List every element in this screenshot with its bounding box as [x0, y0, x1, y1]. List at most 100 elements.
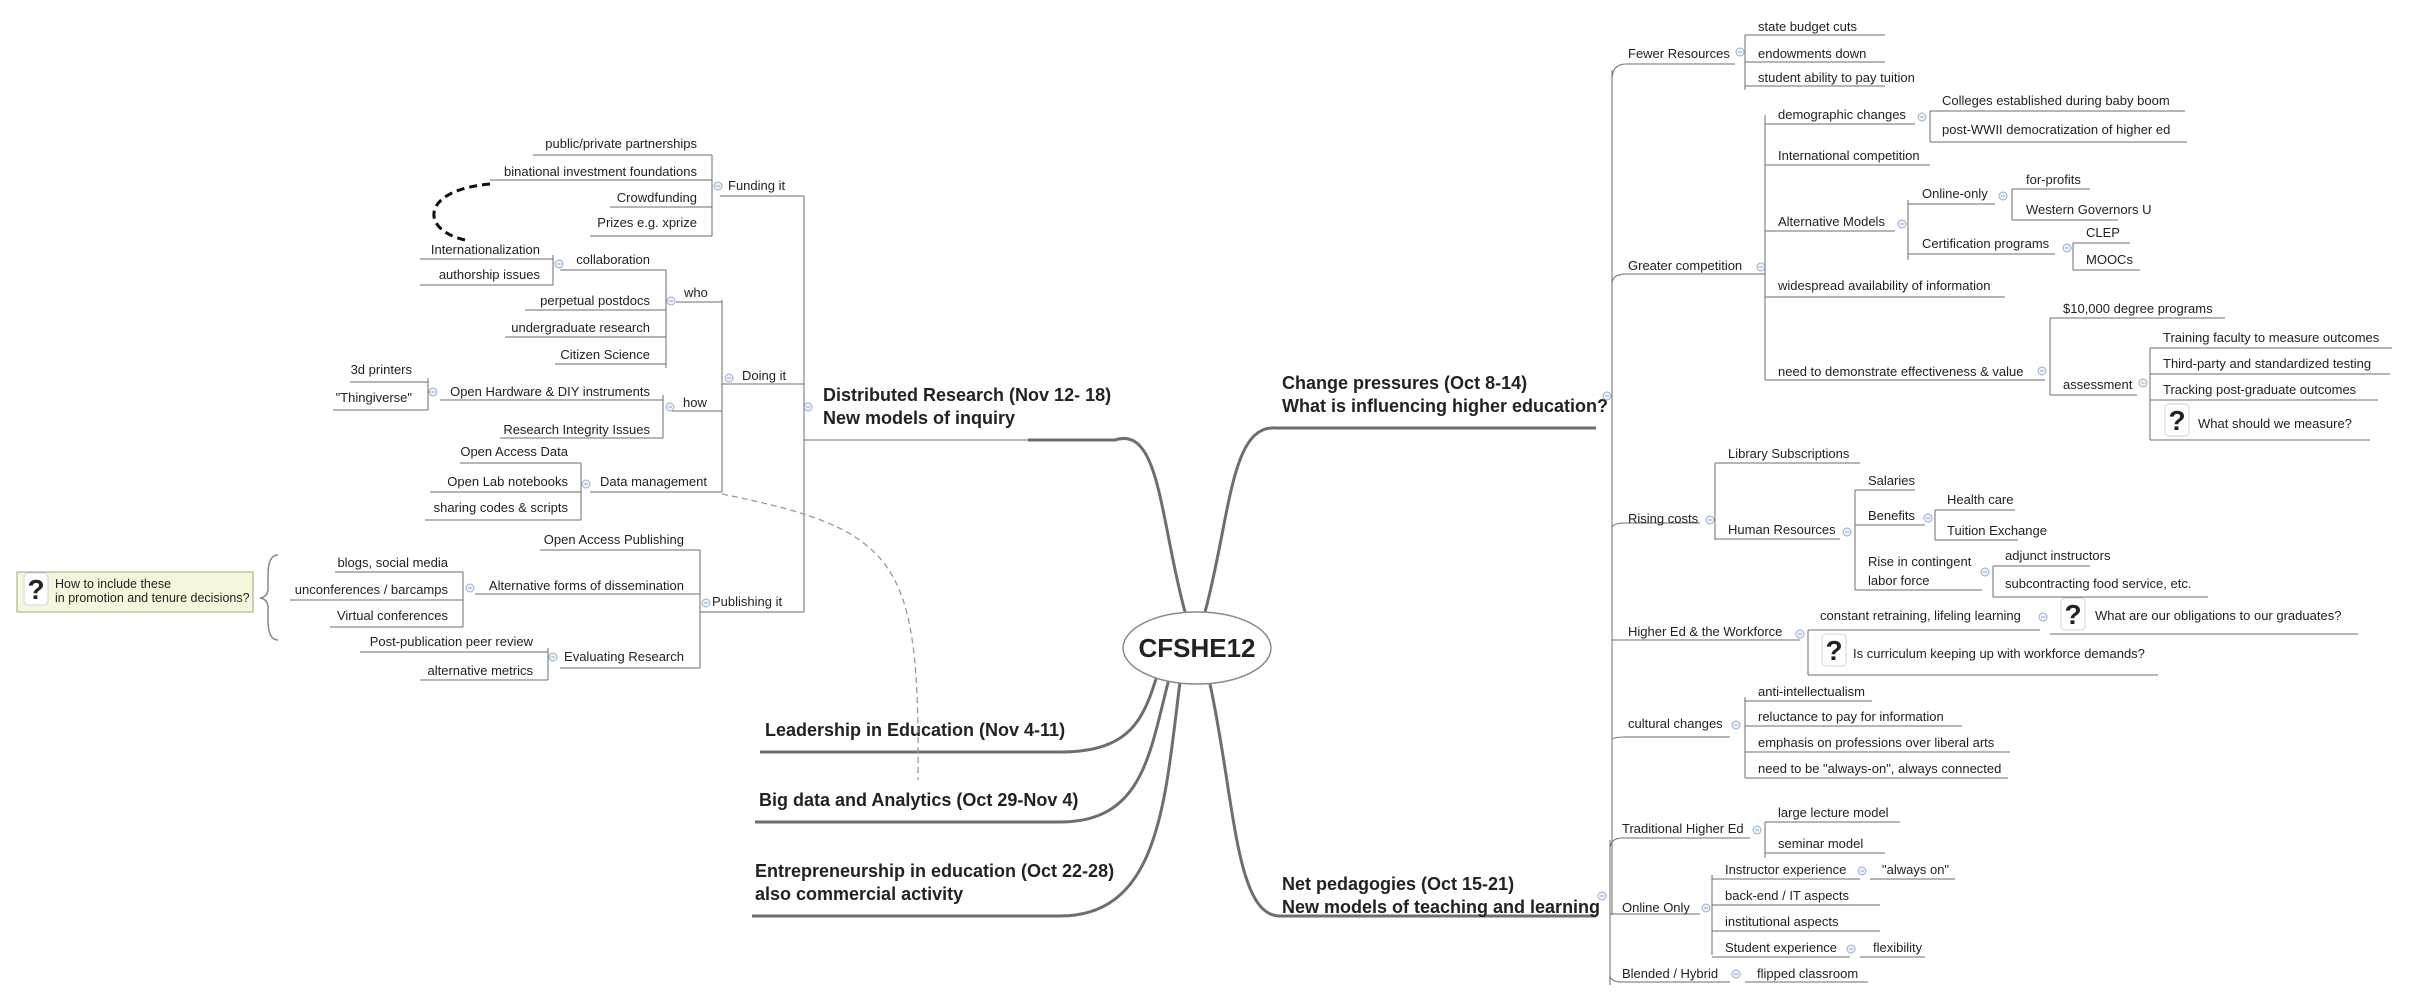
branch-change-pressures[interactable]: Change pressures (Oct 8-14) — [1282, 373, 1527, 393]
topic-label[interactable]: Funding it — [728, 178, 785, 193]
branch-entrepreneurship[interactable]: Entrepreneurship in education (Oct 22-28… — [755, 861, 1114, 881]
topic-label[interactable]: Open Access Data — [460, 444, 568, 459]
topic-label[interactable]: Prizes e.g. xprize — [597, 215, 697, 230]
topic-label[interactable]: collaboration — [576, 252, 650, 267]
topic-label[interactable]: Alternative forms of dissemination — [489, 578, 684, 593]
topic-label[interactable]: reluctance to pay for information — [1758, 709, 1944, 724]
topic-label[interactable]: Third-party and standardized testing — [2163, 356, 2371, 371]
topic-label[interactable]: International competition — [1778, 148, 1920, 163]
topic-label[interactable]: Internationalization — [431, 242, 540, 257]
topic-label[interactable]: MOOCs — [2086, 252, 2133, 267]
branch-leadership[interactable]: Leadership in Education (Nov 4-11) — [765, 720, 1065, 740]
central-topic[interactable] — [1122, 611, 1272, 685]
topic-label[interactable]: Higher Ed & the Workforce — [1628, 624, 1782, 639]
topic-label[interactable]: Traditional Higher Ed — [1622, 821, 1744, 836]
topic-label[interactable]: Alternative Models — [1778, 214, 1885, 229]
topic-label[interactable]: adjunct instructors — [2005, 548, 2111, 563]
topic-label[interactable]: Post-publication peer review — [370, 634, 534, 649]
topic-label[interactable]: Doing it — [742, 368, 786, 383]
topic-label[interactable]: Evaluating Research — [564, 649, 684, 664]
topic-label[interactable]: constant retraining, lifeling learning — [1820, 608, 2021, 623]
topic-label[interactable]: Salaries — [1868, 473, 1915, 488]
callout-note[interactable] — [16, 571, 254, 613]
topic-label[interactable]: seminar model — [1778, 836, 1863, 851]
topic-label[interactable]: back-end / IT aspects — [1725, 888, 1850, 903]
topic-label[interactable]: Training faculty to measure outcomes — [2163, 330, 2380, 345]
branch-change-pressures[interactable]: What is influencing higher education? — [1282, 396, 1608, 416]
topic-label[interactable]: student ability to pay tuition — [1758, 70, 1915, 85]
topic-label[interactable]: CLEP — [2086, 225, 2120, 240]
topic-label[interactable]: Online-only — [1922, 186, 1988, 201]
topic-label[interactable]: Data management — [600, 474, 707, 489]
topic-label[interactable]: Benefits — [1868, 508, 1915, 523]
topic-label[interactable]: 3d printers — [351, 362, 413, 377]
topic-label[interactable]: "Thingiverse" — [336, 390, 413, 405]
topic-label[interactable]: subcontracting food service, etc. — [2005, 576, 2191, 591]
topic-label[interactable]: Fewer Resources — [1628, 46, 1730, 61]
branch-distributed-research[interactable]: Distributed Research (Nov 12- 18) — [823, 385, 1111, 405]
topic-label[interactable]: Student experience — [1725, 940, 1837, 955]
topic-label[interactable]: Instructor experience — [1725, 862, 1846, 877]
topic-label[interactable]: need to be "always-on", always connected — [1758, 761, 2001, 776]
topic-label[interactable]: What should we measure? — [2198, 416, 2352, 431]
topic-label[interactable]: sharing codes & scripts — [434, 500, 569, 515]
topic-label[interactable]: emphasis on professions over liberal art… — [1758, 735, 1995, 750]
branch-net-pedagogies[interactable]: New models of teaching and learning — [1282, 897, 1600, 917]
topic-label[interactable]: cultural changes — [1628, 716, 1723, 731]
topic-label[interactable]: Tuition Exchange — [1947, 523, 2047, 538]
topic-label[interactable]: post-WWII democratization of higher ed — [1942, 122, 2170, 137]
topic-label[interactable]: Human Resources — [1728, 522, 1836, 537]
topic-label[interactable]: Open Access Publishing — [544, 532, 684, 547]
topic-label[interactable]: need to demonstrate effectiveness & valu… — [1778, 364, 2023, 379]
topic-label[interactable]: Rising costs — [1628, 511, 1699, 526]
topic-label[interactable]: Blended / Hybrid — [1622, 966, 1718, 981]
branch-distributed-research[interactable]: New models of inquiry — [823, 408, 1015, 428]
topic-label[interactable]: Library Subscriptions — [1728, 446, 1850, 461]
topic-label[interactable]: widespread availability of information — [1777, 278, 1990, 293]
topic-label[interactable]: demographic changes — [1778, 107, 1906, 122]
topic-label[interactable]: flexibility — [1873, 940, 1923, 955]
topic-label[interactable]: Western Governors U — [2026, 202, 2151, 217]
topic-label[interactable]: large lecture model — [1778, 805, 1889, 820]
topic-label[interactable]: for-profits — [2026, 172, 2081, 187]
topic-label[interactable]: Is curriculum keeping up with workforce … — [1853, 646, 2145, 661]
topic-label[interactable]: Research Integrity Issues — [503, 422, 650, 437]
branch-entrepreneurship[interactable]: also commercial activity — [755, 884, 963, 904]
branch-net-pedagogies[interactable]: Net pedagogies (Oct 15-21) — [1282, 874, 1514, 894]
topic-label[interactable]: perpetual postdocs — [540, 293, 650, 308]
topic-label[interactable]: endowments down — [1758, 46, 1866, 61]
topic-label[interactable]: labor force — [1868, 573, 1929, 588]
topic-label[interactable]: Crowdfunding — [617, 190, 697, 205]
topic-label[interactable]: state budget cuts — [1758, 19, 1858, 34]
topic-label[interactable]: Citizen Science — [560, 347, 650, 362]
topic-label[interactable]: assessment — [2063, 377, 2133, 392]
topic-label[interactable]: Colleges established during baby boom — [1942, 93, 2170, 108]
topic-label[interactable]: Virtual conferences — [337, 608, 449, 623]
topic-label[interactable]: public/private partnerships — [545, 136, 697, 151]
topic-label[interactable]: alternative metrics — [428, 663, 534, 678]
topic-label[interactable]: how — [683, 395, 707, 410]
topic-label[interactable]: "always on" — [1882, 862, 1949, 877]
topic-label[interactable]: authorship issues — [439, 267, 541, 282]
topic-label[interactable]: Online Only — [1622, 900, 1690, 915]
topic-label[interactable]: $10,000 degree programs — [2063, 301, 2213, 316]
topic-label[interactable]: who — [683, 285, 708, 300]
topic-label[interactable]: What are our obligations to our graduate… — [2095, 608, 2341, 623]
topic-label[interactable]: Open Hardware & DIY instruments — [450, 384, 650, 399]
topic-label[interactable]: unconferences / barcamps — [295, 582, 449, 597]
topic-label[interactable]: Publishing it — [712, 594, 782, 609]
topic-label[interactable]: Open Lab notebooks — [447, 474, 568, 489]
topic-label[interactable]: Greater competition — [1628, 258, 1742, 273]
topic-label[interactable]: blogs, social media — [337, 555, 448, 570]
connector-line — [1609, 837, 1750, 851]
topic-label[interactable]: Health care — [1947, 492, 2013, 507]
topic-label[interactable]: Tracking post-graduate outcomes — [2163, 382, 2357, 397]
topic-label[interactable]: anti-intellectualism — [1758, 684, 1865, 699]
topic-label[interactable]: institutional aspects — [1725, 914, 1839, 929]
branch-big-data[interactable]: Big data and Analytics (Oct 29-Nov 4) — [759, 790, 1078, 810]
topic-label[interactable]: undergraduate research — [511, 320, 650, 335]
topic-label[interactable]: Rise in contingent — [1868, 554, 1972, 569]
topic-label[interactable]: flipped classroom — [1757, 966, 1858, 981]
topic-label[interactable]: Certification programs — [1922, 236, 2050, 251]
topic-label[interactable]: binational investment foundations — [504, 164, 697, 179]
